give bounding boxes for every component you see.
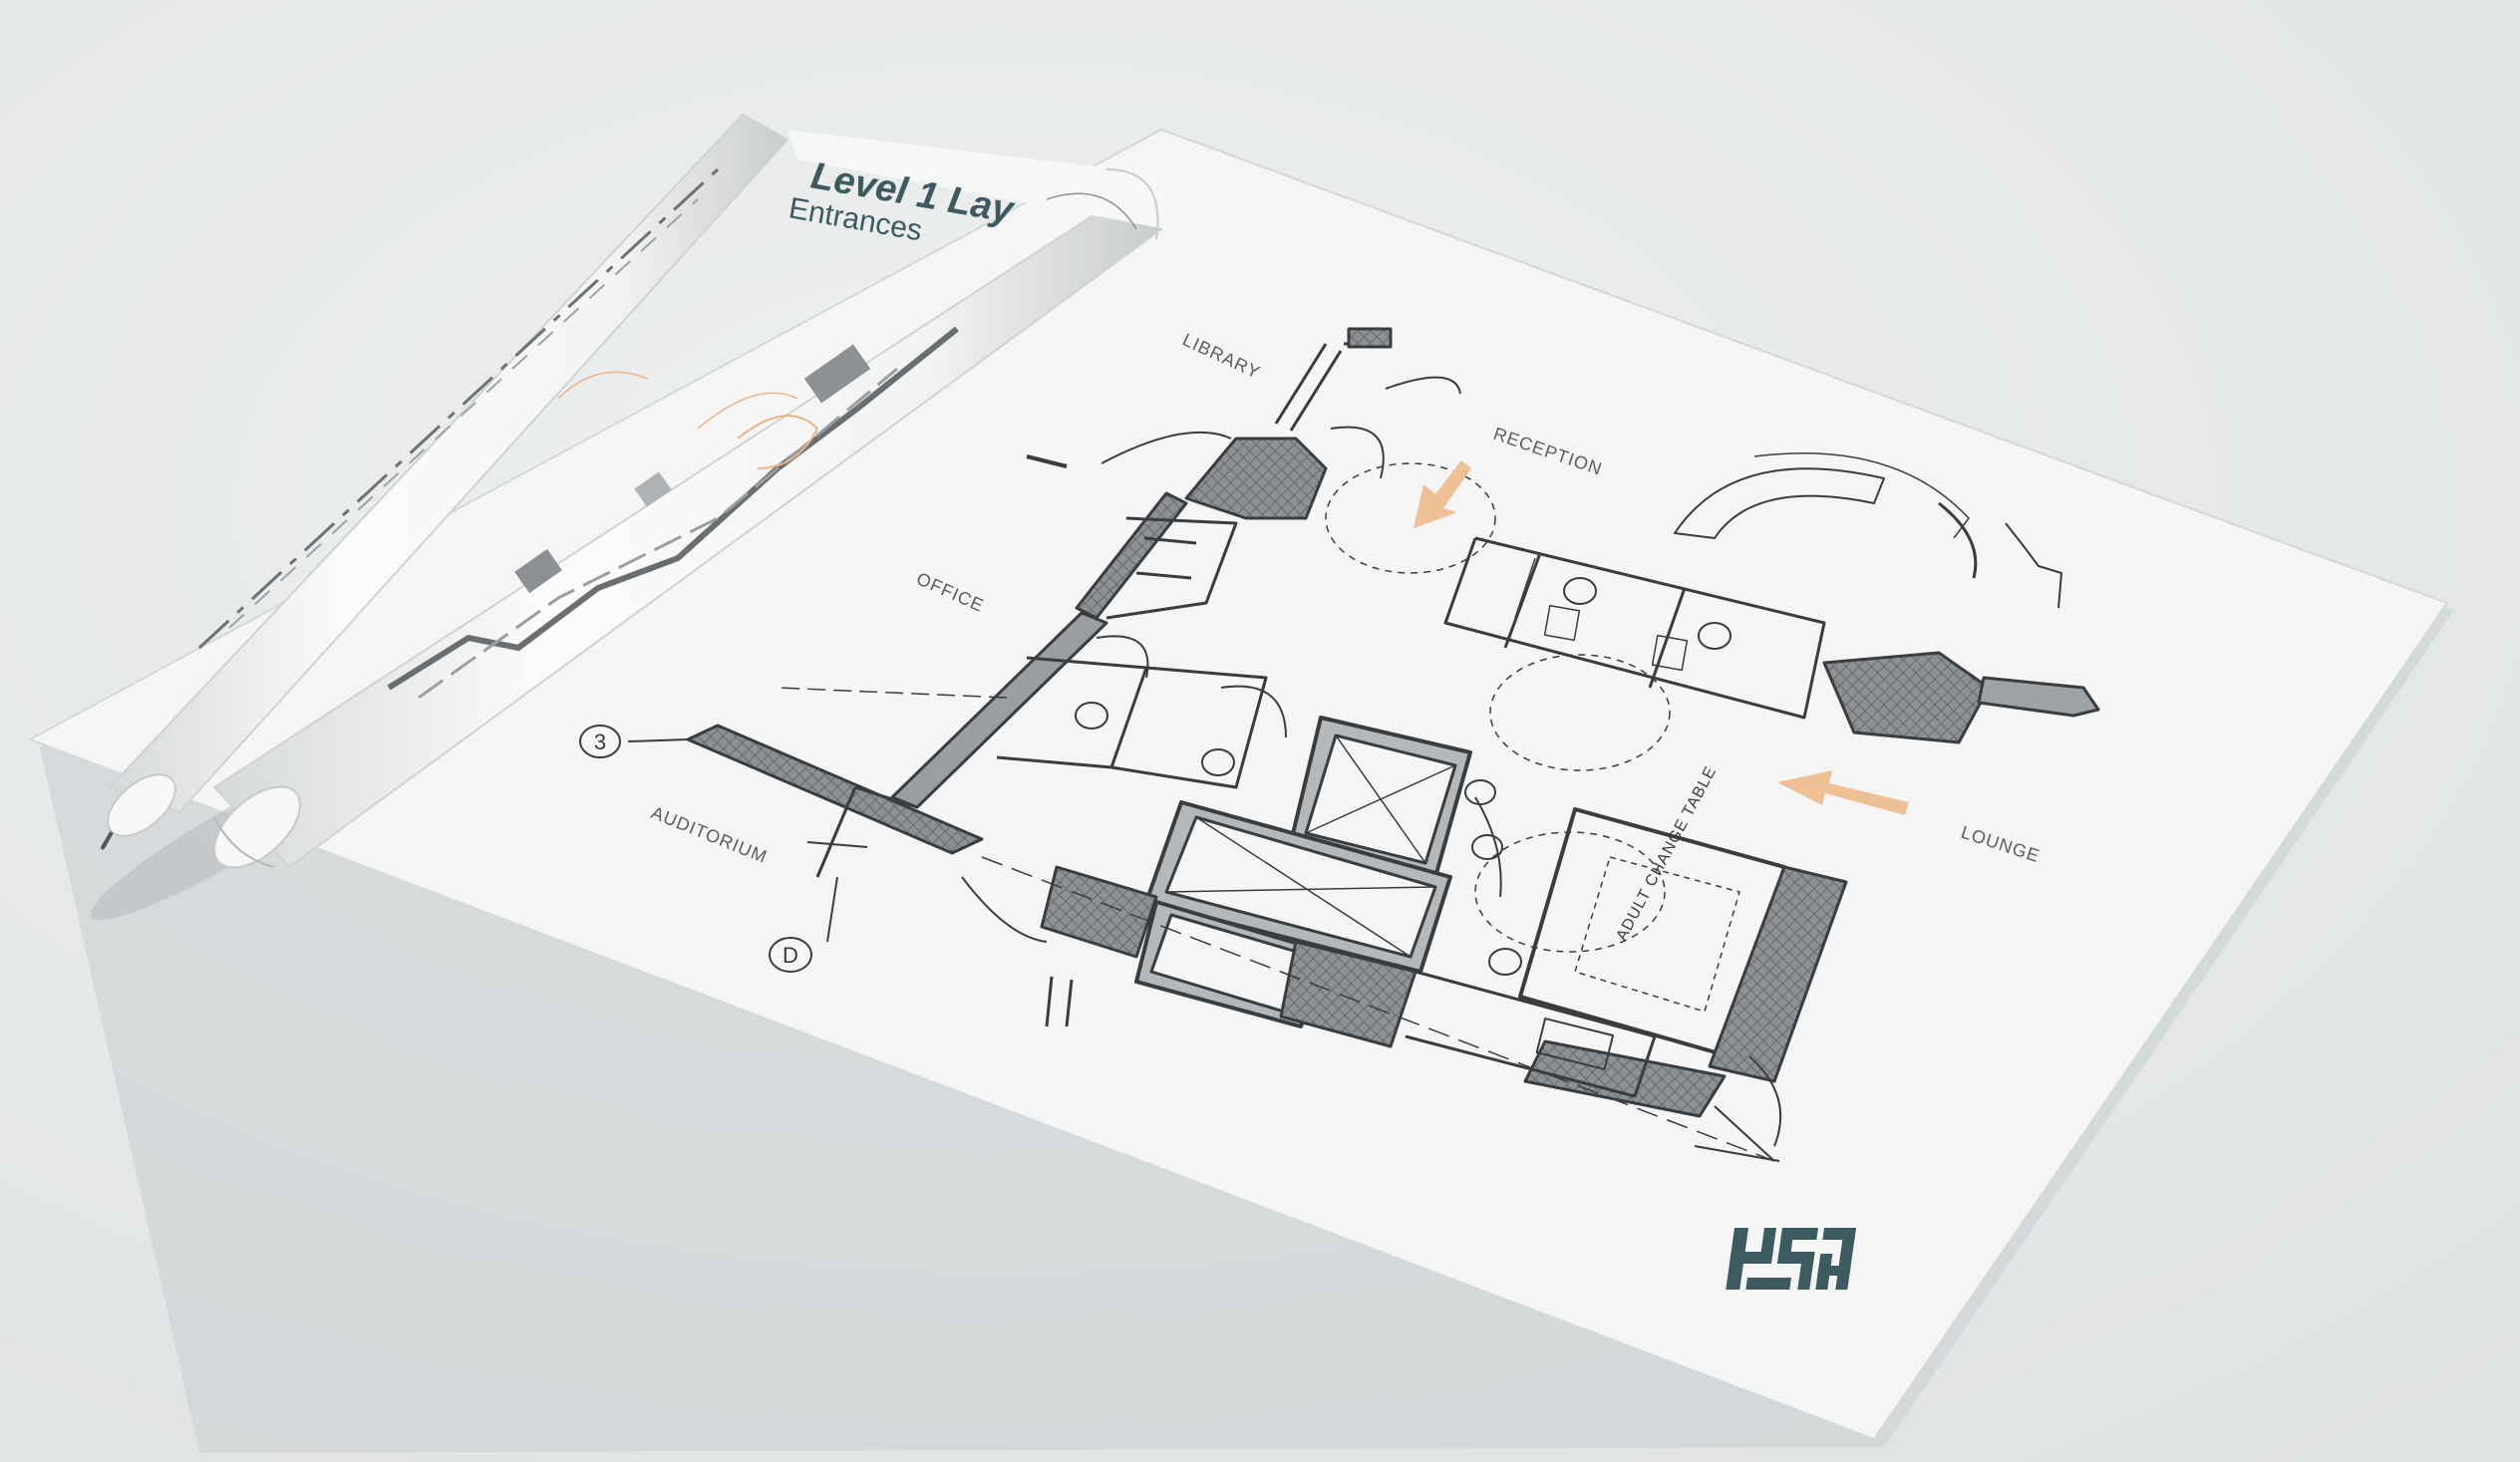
entrance-arrow-icon — [1414, 460, 1471, 528]
logo — [1726, 1228, 1856, 1290]
grid-marker-d — [769, 937, 812, 973]
door-swing-icon — [1330, 426, 1385, 479]
door-swing-icon — [1220, 685, 1287, 738]
toilet-icon — [1488, 948, 1522, 976]
wall-core-west — [1040, 865, 1158, 959]
entrance-circle-change — [1474, 831, 1666, 953]
grid-marker-3-label: 3 — [594, 730, 606, 754]
door-swing-icon — [961, 876, 1048, 943]
grid-marker-d-label: D — [783, 943, 798, 968]
grid-marker-3 — [579, 725, 621, 758]
door-swing-icon — [1385, 376, 1461, 395]
grid-markers — [579, 725, 812, 973]
door-swing-icon — [1474, 796, 1502, 898]
wall-auditorium-hatch — [686, 724, 984, 855]
blueprint-sheet — [27, 128, 2449, 1441]
toilet-icon — [1464, 779, 1496, 805]
change-table — [1574, 856, 1740, 1013]
door-swing-icon — [1096, 635, 1149, 679]
rolled-sheet-back — [101, 113, 789, 850]
library-column — [1347, 327, 1393, 349]
entrance-circle-lounge — [1489, 654, 1671, 771]
wall-core-south — [1279, 940, 1418, 1048]
floor-plan — [627, 327, 2100, 1162]
wall-change-east — [1708, 865, 1848, 1083]
entrance-arrows — [1414, 460, 1909, 815]
door-swing-icon — [1101, 431, 1232, 464]
rolled-sheet-front — [212, 130, 1166, 869]
wall-east-hatch — [1822, 651, 1991, 744]
door-swing-icon — [1748, 1055, 1782, 1147]
lounge-seating — [1674, 467, 1885, 539]
entrance-arrow-icon — [1777, 770, 1909, 815]
toilet-icon — [1563, 577, 1597, 605]
wall-core-library — [1184, 437, 1328, 520]
exit-ramp — [1977, 676, 2100, 718]
toilet-icon — [1471, 834, 1503, 860]
toilet-icon — [1698, 622, 1732, 650]
toilet-icon — [1075, 702, 1108, 730]
toilet-icon — [1201, 748, 1235, 776]
entrance-circle-reception — [1325, 462, 1496, 574]
